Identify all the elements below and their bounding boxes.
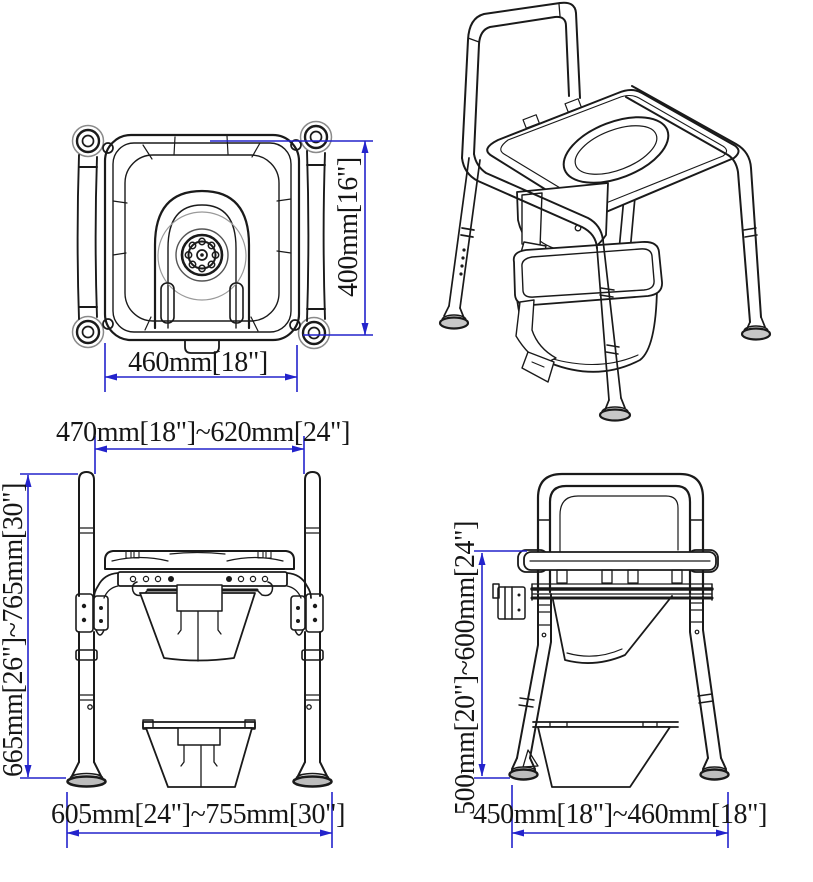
- upper-bucket: [516, 182, 609, 263]
- dim-label-front-base-width: 605mm[24"]~755mm[30"]: [50, 799, 346, 830]
- isometric-view-drawing: [438, 1, 772, 422]
- dim-label-front-armrest-width: 470mm[18"]~620mm[24"]: [55, 417, 351, 448]
- left-leg: [438, 157, 481, 330]
- lower-bucket: [512, 241, 663, 383]
- dim-label-top-width: 460mm[18"]: [128, 347, 268, 378]
- lower-bucket-strap: [515, 299, 557, 365]
- left-front-rail: [461, 153, 604, 249]
- backrest-arch-side: [536, 472, 705, 596]
- rear-leg-side: [689, 595, 730, 781]
- lower-bucket-side: [532, 721, 679, 788]
- seat-opening-arch: [153, 189, 251, 330]
- seat-outline: [103, 133, 301, 342]
- upper-bucket-front: [139, 584, 256, 662]
- seat-front: [104, 550, 295, 570]
- seat-top-view-lines: [71, 120, 333, 354]
- seat-platform: [486, 89, 740, 216]
- dim-label-top-depth: 400mm[16"]: [333, 157, 364, 297]
- dim-label-front-overall-height: 665mm[26"]~765mm[30"]: [0, 482, 29, 778]
- right-height-clamp: [290, 593, 324, 636]
- bucket-rim: [512, 241, 663, 306]
- top-view-dimension-lines: [104, 140, 373, 392]
- right-leg-front-view: [292, 631, 333, 788]
- lower-bucket-front: [142, 719, 256, 788]
- upper-bucket-side: [552, 595, 673, 664]
- backrest-frame: [461, 1, 581, 159]
- left-leg-front-view: [66, 631, 107, 788]
- seat-side: [517, 549, 719, 601]
- side-bracket: [492, 583, 526, 620]
- corner-tube-outer-rings: [71, 120, 333, 350]
- side-view-dimension-lines: [474, 550, 729, 848]
- corner-tube-rings: [75, 124, 329, 346]
- dim-label-side-seat-height: 500mm[20"]~600mm[24"]: [450, 520, 481, 816]
- seat-panel-lines: [112, 135, 292, 332]
- front-view-dimension-lines: [20, 436, 333, 848]
- left-height-clamp: [75, 593, 109, 636]
- front-view-drawing: [20, 436, 333, 848]
- corner-tube-inner-rings: [81, 130, 323, 340]
- front-leg-side: [508, 593, 552, 781]
- center-knob: [175, 228, 229, 282]
- left-armrest-post: [78, 471, 95, 597]
- commode-opening: [562, 116, 670, 184]
- side-view-drawing: [474, 472, 730, 848]
- top-view-drawing: [71, 120, 373, 392]
- right-armrest-post: [304, 471, 321, 597]
- side-rail-tubes: [76, 150, 326, 322]
- front-leg: [596, 239, 632, 422]
- dim-label-side-base-depth: 450mm[18"]~460mm[18"]: [472, 799, 768, 830]
- right-armrest-rail: [625, 85, 772, 341]
